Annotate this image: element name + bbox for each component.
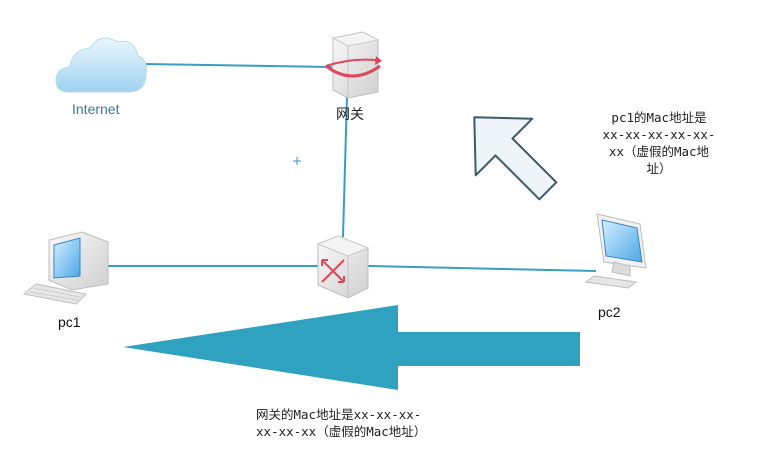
gateway-mac-note: 网关的Mac地址是xx-xx-xx- xx-xx-xx（虚假的Mac地址）: [256, 407, 427, 439]
gateway-label: 网关: [336, 107, 364, 123]
cloud-icon: [55, 37, 147, 93]
desktop-computer-icon: [22, 231, 109, 305]
link-switch-pc2: [367, 265, 597, 272]
link-gateway-switch: [342, 94, 348, 238]
big-left-arrow: [123, 305, 580, 390]
connection-links: [107, 63, 597, 272]
router-icon: [325, 31, 382, 99]
pc2-label: pc2: [598, 304, 621, 320]
monitor-icon: [584, 213, 647, 289]
link-internet-gateway: [144, 63, 333, 68]
pc1-label: pc1: [58, 314, 81, 330]
pc1-mac-note: pc1的Mac地址是 xx-xx-xx-xx-xx- xx（虚假的Mac地 址）: [602, 110, 716, 176]
internet-label: Internet: [72, 101, 120, 117]
crosshair-marker: [293, 157, 301, 165]
up-left-arrow: [473, 116, 558, 201]
switch-icon: [316, 235, 370, 299]
